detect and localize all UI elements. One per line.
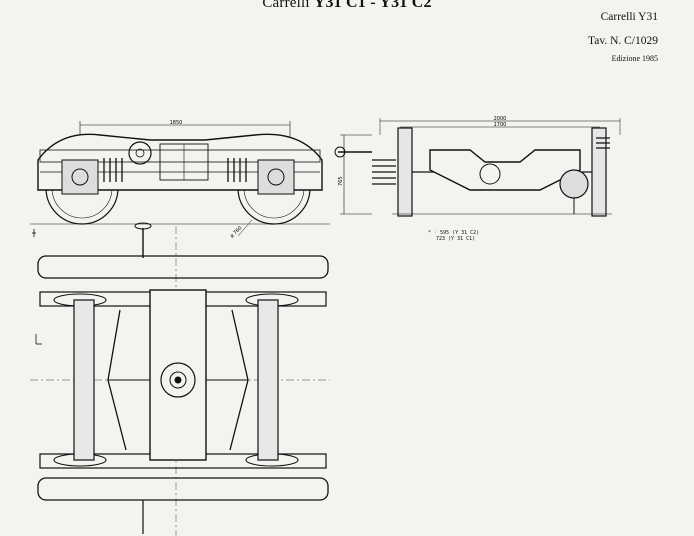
footnote: * · 595 (Y 31 C2) 723 (Y 31 C1) bbox=[428, 230, 479, 242]
footnote-line-1: * · 595 (Y 31 C2) bbox=[428, 230, 480, 236]
footnote-line-2: 723 (Y 31 C1) bbox=[436, 236, 476, 242]
table-number: Tav. N. C/1029 bbox=[588, 35, 658, 47]
side-elevation bbox=[30, 121, 330, 237]
drawing-title-bold: Y31 C1 - Y31 C2 bbox=[313, 0, 432, 11]
dimension-height: 765 bbox=[338, 176, 344, 186]
plan-view bbox=[30, 222, 330, 536]
edition-label: Edizione 1985 bbox=[611, 54, 658, 63]
dimension-side-length: 1850 bbox=[170, 120, 183, 126]
drawing-title: Carrelli Y31 C1 - Y31 C2 bbox=[0, 0, 694, 12]
dimension-end-length: 2000 bbox=[494, 116, 507, 122]
end-elevation bbox=[334, 118, 621, 217]
drawing-title-prefix: Carrelli bbox=[262, 0, 314, 11]
drawing-series: Carrelli Y31 bbox=[600, 11, 658, 23]
dimension-end-inner: 1700 bbox=[494, 122, 507, 128]
